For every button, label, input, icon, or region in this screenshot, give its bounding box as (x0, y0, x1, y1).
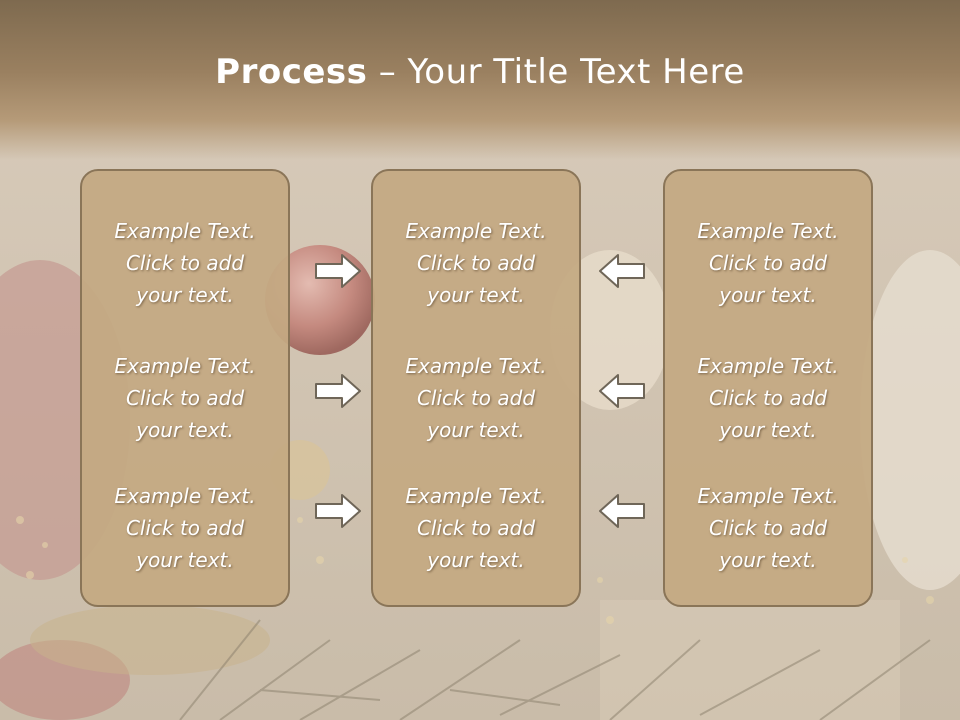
text-line: your text. (719, 283, 817, 307)
text-block[interactable]: Example Text. Click to add your text. (82, 480, 288, 576)
title-separator: – (378, 52, 397, 92)
text-block[interactable]: Example Text. Click to add your text. (665, 215, 871, 311)
title-band (0, 0, 960, 160)
text-line: Example Text. (405, 484, 547, 508)
text-block[interactable]: Example Text. Click to add your text. (665, 480, 871, 576)
title-rest: Your Title Text Here (407, 52, 745, 92)
text-line: your text. (427, 283, 525, 307)
text-line: Example Text. (114, 484, 256, 508)
text-line: Click to add (416, 386, 536, 410)
text-block[interactable]: Example Text. Click to add your text. (373, 350, 579, 446)
text-line: your text. (719, 418, 817, 442)
text-line: Example Text. (114, 354, 256, 378)
text-line: Example Text. (697, 484, 839, 508)
text-line: Click to add (416, 516, 536, 540)
text-block[interactable]: Example Text. Click to add your text. (82, 215, 288, 311)
arrow-left-icon[interactable] (598, 372, 646, 410)
text-block[interactable]: Example Text. Click to add your text. (373, 480, 579, 576)
text-line: your text. (136, 548, 234, 572)
text-line: your text. (427, 418, 525, 442)
text-line: Click to add (125, 516, 245, 540)
text-line: Click to add (125, 386, 245, 410)
text-block[interactable]: Example Text. Click to add your text. (82, 350, 288, 446)
text-line: Click to add (708, 386, 828, 410)
process-box-right[interactable]: Example Text. Click to add your text. Ex… (663, 169, 873, 607)
text-line: Click to add (125, 251, 245, 275)
title-bold: Process (215, 52, 368, 92)
text-line: your text. (427, 548, 525, 572)
text-line: your text. (136, 418, 234, 442)
text-line: Example Text. (697, 219, 839, 243)
arrow-left-icon[interactable] (598, 252, 646, 290)
text-line: Click to add (708, 516, 828, 540)
arrow-right-icon[interactable] (314, 252, 362, 290)
text-line: Click to add (416, 251, 536, 275)
text-line: Example Text. (405, 354, 547, 378)
arrow-left-icon[interactable] (598, 492, 646, 530)
text-line: your text. (136, 283, 234, 307)
text-line: Example Text. (697, 354, 839, 378)
text-line: your text. (719, 548, 817, 572)
process-box-center[interactable]: Example Text. Click to add your text. Ex… (371, 169, 581, 607)
arrow-right-icon[interactable] (314, 492, 362, 530)
process-box-left[interactable]: Example Text. Click to add your text. Ex… (80, 169, 290, 607)
slide-title[interactable]: Process – Your Title Text Here (0, 52, 960, 92)
text-block[interactable]: Example Text. Click to add your text. (373, 215, 579, 311)
text-line: Example Text. (114, 219, 256, 243)
text-line: Click to add (708, 251, 828, 275)
arrow-right-icon[interactable] (314, 372, 362, 410)
text-line: Example Text. (405, 219, 547, 243)
text-block[interactable]: Example Text. Click to add your text. (665, 350, 871, 446)
